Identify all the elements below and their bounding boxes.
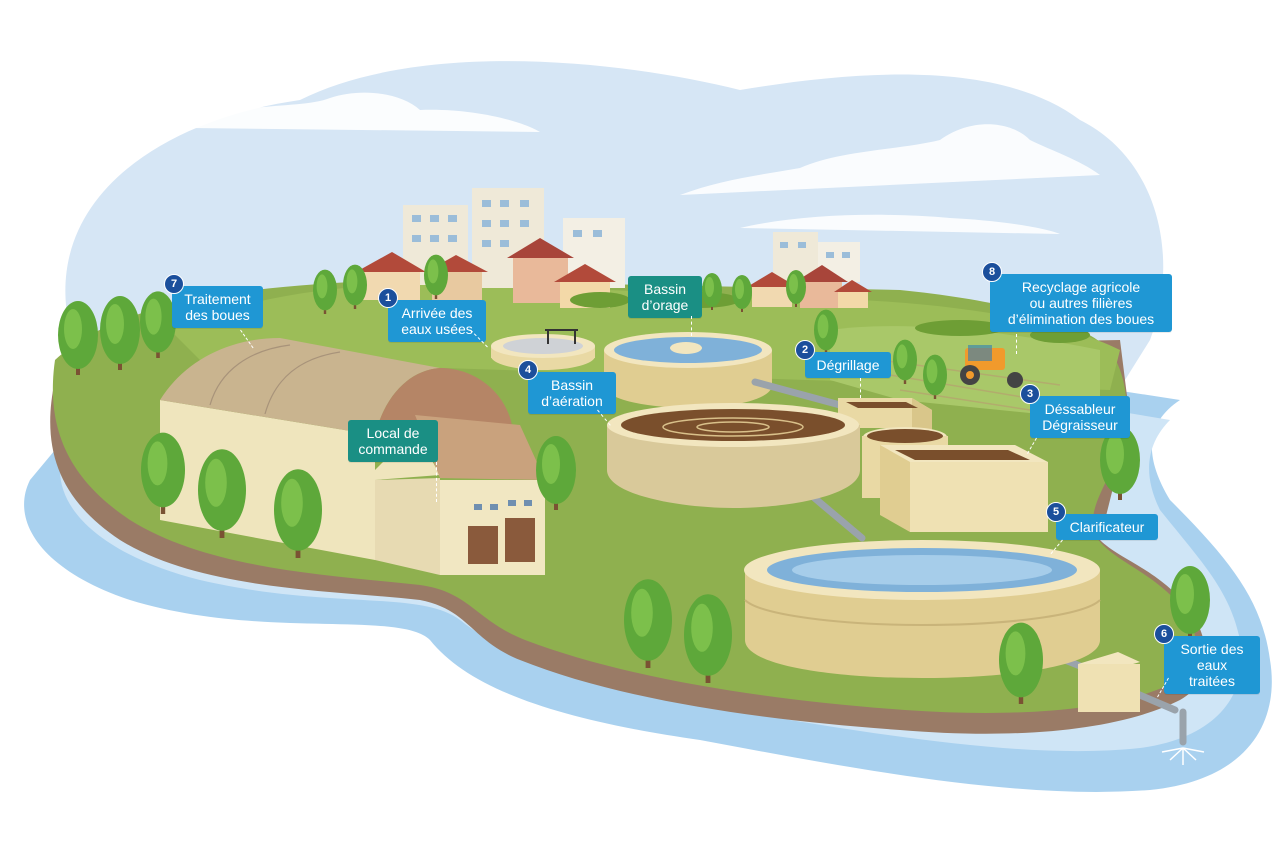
number-badge: 1 [378,288,398,308]
callout-degrillage: 2 Dégrillage [795,340,891,378]
clarifier-tank [744,540,1101,678]
leader-line [691,316,692,336]
number-badge: 3 [1020,384,1040,404]
label-clarificateur: Clarificateur [1056,514,1158,540]
number-badge: 5 [1046,502,1066,522]
tree [893,339,917,384]
label-sortie: Sortie des eaux traitées [1164,636,1260,694]
number-badge: 7 [164,274,184,294]
tree [923,354,947,399]
callout-sortie: 6 Sortie des eaux traitées [1154,624,1260,694]
number-badge: 4 [518,360,538,380]
callout-arrivee: 1 Arrivée des eaux usées [378,288,486,342]
tree [702,273,722,310]
label-recyclage: Recyclage agricole ou autres filières d’… [990,274,1172,332]
clouds [190,92,1100,234]
callout-orage: Bassin d’orage [628,276,702,318]
number-badge: 8 [982,262,1002,282]
tree [786,270,806,307]
label-dessableur: Déssableur Dégraisseur [1030,396,1130,438]
outlet-box [1078,652,1140,712]
label-orage: Bassin d’orage [628,276,702,318]
callout-aeration: 4 Bassin d’aération [518,360,616,414]
tree [684,594,732,683]
tree [343,264,367,309]
label-degrillage: Dégrillage [805,352,891,378]
tree [732,275,752,312]
label-boues: Traitement des boues [172,286,263,328]
callout-dessableur: 3 Déssableur Dégraisseur [1020,384,1130,438]
label-local: Local de commande [348,420,438,462]
tree [140,291,176,358]
callout-recyclage: 8 Recyclage agricole ou autres filières … [982,262,1172,332]
callout-boues: 7 Traitement des boues [164,274,263,328]
tree [100,296,140,370]
callout-local: Local de commande [348,420,438,462]
tree [1170,566,1210,640]
tree [313,269,337,314]
tree [58,301,98,375]
tractor [960,345,1023,388]
number-badge: 6 [1154,624,1174,644]
tree [141,432,185,514]
tree [999,622,1043,704]
grit-removal-unit [862,427,1048,532]
callout-clarificateur: 5 Clarificateur [1046,502,1158,540]
label-aeration: Bassin d’aération [528,372,616,414]
trees [58,254,1210,704]
tree [274,469,322,558]
water-splash [1161,747,1205,765]
tree [198,449,246,538]
leader-line [860,378,861,398]
label-arrivee: Arrivée des eaux usées [388,300,486,342]
background-buildings [356,188,872,308]
tree [814,309,838,354]
tree [536,436,576,510]
leader-line [1016,334,1017,354]
number-badge: 2 [795,340,815,360]
arrival-tank [491,329,595,370]
aeration-basin [607,403,860,508]
storm-basin [604,332,772,408]
tree [1100,426,1140,500]
leader-line [436,462,437,502]
tree [424,254,448,299]
control-room-building [375,415,545,575]
tree [624,579,672,668]
